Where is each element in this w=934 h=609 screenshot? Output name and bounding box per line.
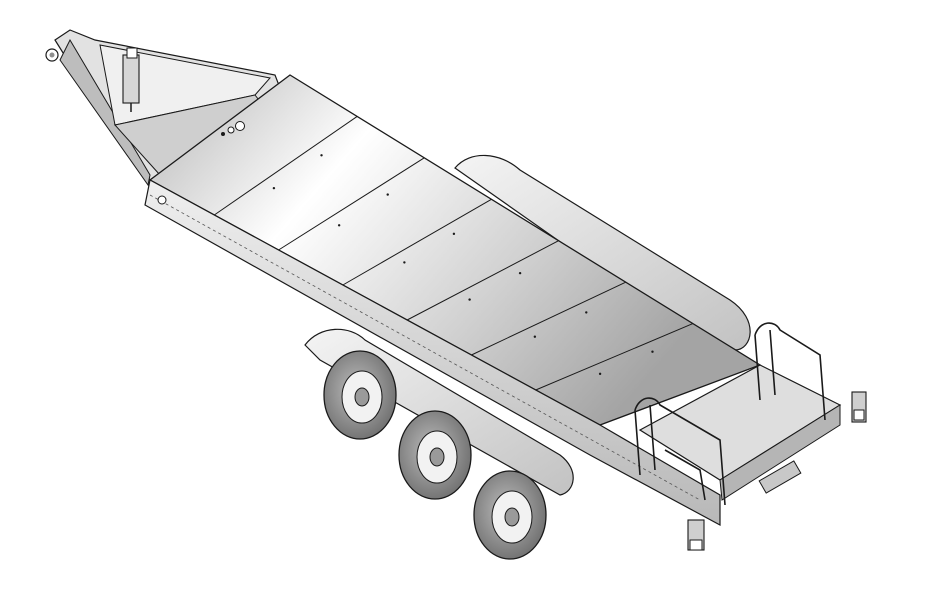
rear-brackets (687, 391, 867, 551)
deck-panel-seam (535, 323, 694, 391)
deck-bolt (320, 154, 323, 157)
deck-bolt (452, 232, 456, 236)
deck-bolt (272, 186, 276, 190)
deck-bolt (468, 298, 471, 301)
hub (429, 447, 445, 467)
jack-post (122, 47, 140, 112)
deck-bolt (518, 271, 522, 275)
far-fender (454, 154, 751, 351)
wheels (323, 350, 547, 560)
wheel (473, 470, 547, 560)
deck-bolt (533, 335, 537, 338)
deck-bolt (651, 350, 654, 353)
deck-panel-seam (278, 157, 425, 251)
deck-panel-seam (214, 116, 358, 216)
deck-panel-seam (471, 281, 626, 356)
hub (354, 387, 370, 407)
deck-bolt (598, 372, 602, 376)
wheel (398, 410, 472, 500)
deck-panels (214, 116, 694, 391)
hub (504, 507, 520, 527)
wheel (323, 350, 397, 440)
deck-bolt (403, 261, 406, 264)
deck-panel-seam (406, 240, 559, 321)
side-rail (144, 179, 721, 527)
deck-ports (221, 121, 245, 136)
deck-panel-seam (342, 198, 492, 286)
deck-bolt (585, 311, 588, 314)
hand-rails (634, 322, 826, 506)
deck-bolt (337, 224, 341, 227)
deck-bolt (386, 193, 389, 196)
ramp-platform (638, 364, 842, 501)
